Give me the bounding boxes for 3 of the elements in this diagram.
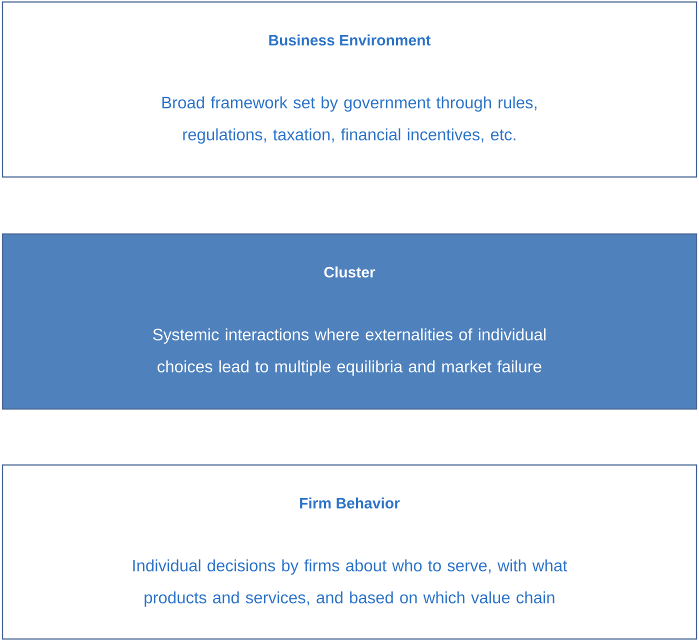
text-box: Business Environment Broad framework set by government through rules, regulations, taxation, financial incentives, etc.	[2, 1, 698, 178]
text-box: Cluster Systemic interactions where externalities of individual choices lead to multiple equilibria and market failure	[2, 233, 698, 410]
text-box: Firm Behavior Individual decisions by firms about who to serve, with what products and services, and based on which value chain	[2, 464, 698, 640]
